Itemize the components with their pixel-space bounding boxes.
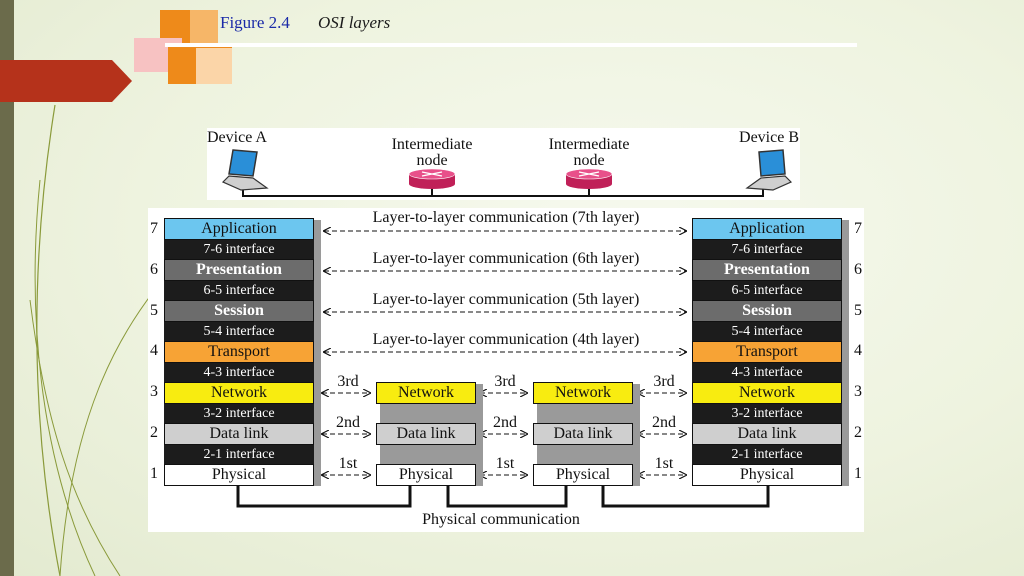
layer-number-left-6: 6 (150, 261, 158, 278)
intermediate-node-1-label-line2: node (416, 152, 448, 169)
intermediate-node-2-label-line2: node (573, 152, 605, 169)
device-b-application-layer: Application (692, 218, 842, 240)
device-b-label: Device B (739, 129, 799, 146)
osi-layer-diagram: 7 6 5 4 3 2 1 7 6 5 4 3 2 1 Application … (148, 208, 864, 532)
device-b-6-5-interface: 6-5 interface (692, 281, 842, 300)
layer-number-right-5: 5 (854, 302, 862, 319)
device-b-physical-layer: Physical (692, 464, 842, 486)
hop-2nd-c: 2nd (652, 414, 676, 431)
laptop-icon-device-b (745, 149, 793, 191)
device-b-4-3-interface: 4-3 interface (692, 363, 842, 382)
layer-number-left-2: 2 (150, 424, 158, 441)
hop-1st-b: 1st (495, 455, 515, 472)
comm-label-7th-layer: Layer-to-layer communication (7th layer) (372, 209, 640, 226)
device-a-application-layer: Application (164, 218, 314, 240)
device-b-transport-layer: Transport (692, 341, 842, 363)
device-b-5-4-interface: 5-4 interface (692, 322, 842, 341)
node-2-physical-layer: Physical (533, 464, 633, 486)
layer-number-right-1: 1 (854, 465, 862, 482)
layer-number-left-4: 4 (150, 342, 158, 359)
laptop-icon-device-a (221, 149, 269, 191)
device-a-3-2-interface: 3-2 interface (164, 404, 314, 423)
title-underline (165, 43, 857, 47)
device-b-session-layer: Session (692, 300, 842, 322)
layer-number-right-7: 7 (854, 220, 862, 237)
device-a-7-6-interface: 7-6 interface (164, 240, 314, 259)
node-1-physical-layer: Physical (376, 464, 476, 486)
node-1-data-link-layer: Data link (376, 423, 476, 445)
layer-number-left-3: 3 (150, 383, 158, 400)
device-a-2-1-interface: 2-1 interface (164, 445, 314, 464)
left-accent-bar (0, 0, 14, 576)
device-a-presentation-layer: Presentation (164, 259, 314, 281)
device-a-4-3-interface: 4-3 interface (164, 363, 314, 382)
connection-lines (236, 208, 770, 508)
device-b-7-6-interface: 7-6 interface (692, 240, 842, 259)
layer-number-right-2: 2 (854, 424, 862, 441)
physical-communication-label: Physical communication (422, 511, 580, 528)
router-icon-node-1 (408, 168, 456, 189)
arrow-tab-decoration (0, 60, 132, 102)
device-b-3-2-interface: 3-2 interface (692, 404, 842, 423)
comm-label-6th-layer: Layer-to-layer communication (6th layer) (372, 250, 640, 267)
layer-number-left-7: 7 (150, 220, 158, 237)
device-a-label: Device A (207, 129, 267, 146)
layer-number-right-6: 6 (854, 261, 862, 278)
layer-number-left-5: 5 (150, 302, 158, 319)
hop-1st-c: 1st (654, 455, 674, 472)
hop-2nd-b: 2nd (493, 414, 517, 431)
node-1-network-layer: Network (376, 382, 476, 404)
hop-1st-a: 1st (338, 455, 358, 472)
figure-label: Figure 2.4 (220, 13, 290, 32)
device-a-5-4-interface: 5-4 interface (164, 322, 314, 341)
device-a-data-link-layer: Data link (164, 423, 314, 445)
device-a-transport-layer: Transport (164, 341, 314, 363)
hop-3rd-b: 3rd (494, 373, 516, 390)
device-b-2-1-interface: 2-1 interface (692, 445, 842, 464)
device-a-6-5-interface: 6-5 interface (164, 281, 314, 300)
intermediate-node-1-label-line1: Intermediate (391, 136, 473, 153)
layer-number-right-3: 3 (854, 383, 862, 400)
layer-number-left-1: 1 (150, 465, 158, 482)
device-b-data-link-layer: Data link (692, 423, 842, 445)
layer-number-right-4: 4 (854, 342, 862, 359)
node-2-network-layer: Network (533, 382, 633, 404)
node-2-data-link-layer: Data link (533, 423, 633, 445)
comm-label-5th-layer: Layer-to-layer communication (5th layer) (372, 291, 640, 308)
device-a-network-layer: Network (164, 382, 314, 404)
comm-label-4th-layer: Layer-to-layer communication (4th layer) (372, 331, 640, 348)
intermediate-node-2-label-line1: Intermediate (548, 136, 630, 153)
router-icon-node-2 (565, 168, 613, 189)
device-a-physical-layer: Physical (164, 464, 314, 486)
hop-2nd-a: 2nd (336, 414, 360, 431)
hop-3rd-c: 3rd (653, 373, 675, 390)
figure-title: OSI layers (318, 13, 391, 32)
hop-3rd-a: 3rd (337, 373, 359, 390)
device-a-session-layer: Session (164, 300, 314, 322)
device-b-presentation-layer: Presentation (692, 259, 842, 281)
network-topology: Device A Device B Intermediate node Inte… (207, 128, 800, 200)
device-b-network-layer: Network (692, 382, 842, 404)
